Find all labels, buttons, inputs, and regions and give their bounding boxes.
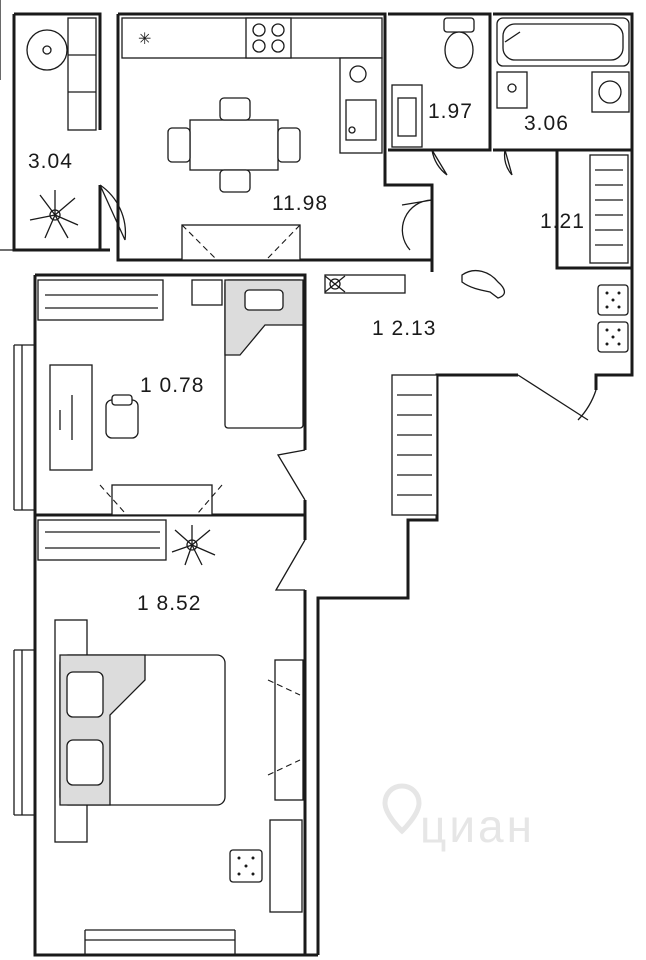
wardrobe	[37, 519, 167, 561]
room-area-toilet: 1.97	[428, 100, 473, 123]
desk	[49, 364, 93, 471]
room-area-bedroom-small: 1 0.78	[140, 374, 204, 397]
plant-icon	[324, 275, 346, 293]
balcony-door	[99, 184, 127, 241]
watermark: циан	[382, 783, 535, 852]
bedroom-large-door	[274, 539, 306, 591]
tv-stand	[274, 659, 304, 801]
doors	[99, 149, 597, 591]
kitchen-furniture: ✳	[121, 17, 383, 261]
entrance-door	[517, 374, 597, 421]
bathtub	[496, 17, 630, 67]
toilet-door	[431, 149, 448, 176]
bathroom-door	[503, 149, 513, 176]
room-area-hallway: 1 2.13	[372, 317, 436, 340]
closet-wardrobe	[589, 154, 629, 264]
kitchen-door	[401, 199, 433, 251]
dining-table	[189, 119, 279, 171]
walls	[0, 0, 634, 957]
bedroom-large-furniture	[37, 519, 304, 913]
hallway-wardrobe	[391, 374, 438, 516]
room-area-bathroom: 3.06	[524, 112, 569, 135]
balcony-furniture	[26, 17, 97, 239]
svg-text:✳: ✳	[138, 29, 151, 48]
toilet-furniture	[391, 17, 475, 148]
location-pin-icon	[382, 783, 422, 835]
plant-icon	[29, 190, 79, 239]
room-area-closet: 1.21	[540, 210, 585, 233]
watermark-text: циан	[420, 800, 535, 852]
room-area-bedroom-large: 1 8.52	[137, 592, 201, 615]
cooktop	[245, 17, 292, 59]
room-area-kitchen: 11.98	[272, 192, 328, 215]
plant-icon	[171, 525, 216, 566]
cat-icon	[461, 269, 506, 299]
room-area-balcony: 3.04	[28, 150, 73, 173]
hallway-furniture	[324, 269, 629, 516]
bathroom-furniture	[496, 17, 630, 113]
bedroom-small-furniture	[37, 279, 304, 516]
wardrobe	[37, 279, 164, 321]
bedroom-small-door	[276, 449, 306, 501]
room-labels: 3.04 11.98 1.97 3.06 1.21 1 2.13 1 0.78 …	[28, 100, 585, 615]
